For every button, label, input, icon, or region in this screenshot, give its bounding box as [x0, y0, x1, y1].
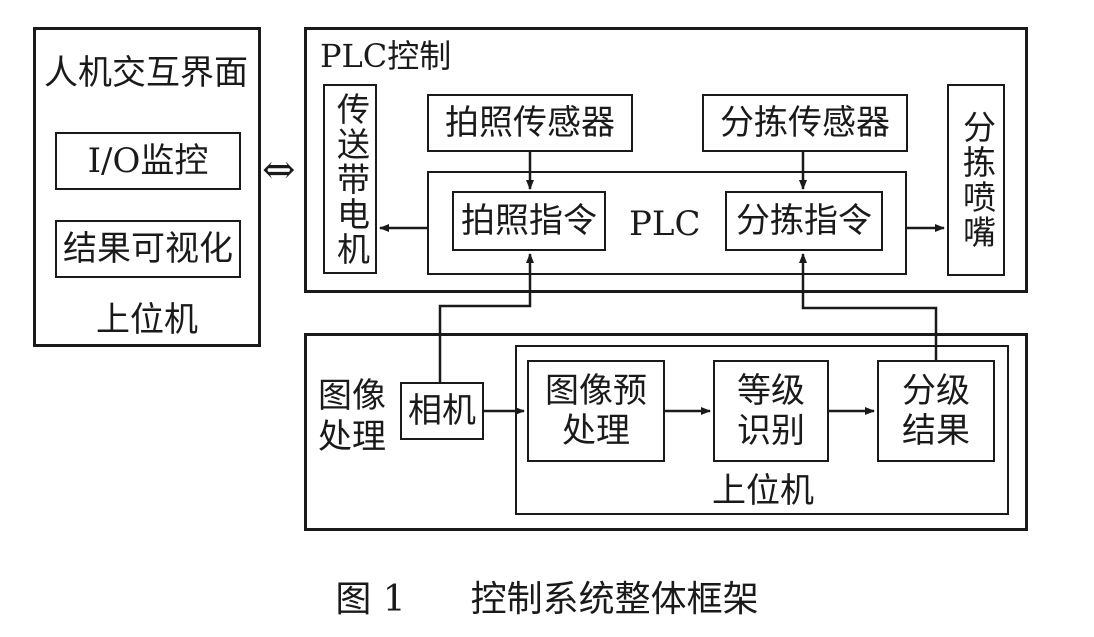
sort-nozzle-box: 分拣喷嘴: [947, 84, 1005, 276]
result-visual-box: 结果可视化: [55, 220, 241, 278]
conveyor-motor-box: 传送带电机: [323, 84, 377, 274]
hmi-host-label: 上位机: [96, 300, 198, 340]
preprocess-box: 图像预 处理: [527, 360, 665, 462]
grade-result-box: 分级 结果: [877, 360, 995, 462]
hmi-title: 人机交互界面: [44, 53, 248, 93]
sort-sensor-label: 分拣传感器: [720, 102, 890, 143]
bidirectional-arrow-icon: ⇔: [262, 147, 296, 193]
photo-sensor-label: 拍照传感器: [445, 102, 615, 143]
image-processing-title: 图像 处理: [318, 376, 386, 457]
photo-sensor-box: 拍照传感器: [427, 94, 633, 152]
io-monitor-label: I/O监控: [87, 140, 209, 181]
preprocess-label: 图像预 处理: [545, 370, 647, 451]
sort-sensor-box: 分拣传感器: [702, 94, 908, 152]
sort-nozzle-label: 分拣喷嘴: [957, 110, 997, 250]
figure-caption: 图 1 控制系统整体框架: [0, 570, 1094, 622]
sort-cmd-box: 分拣指令: [725, 191, 883, 251]
grade-recog-label: 等级 识别: [737, 370, 805, 451]
camera-box: 相机: [400, 382, 484, 440]
figure-number: 图 1: [335, 579, 406, 620]
photo-cmd-label: 拍照指令: [461, 200, 597, 241]
io-monitor-box: I/O监控: [55, 132, 241, 190]
host-pc-label: 上位机: [712, 471, 814, 511]
camera-label: 相机: [408, 390, 476, 431]
conveyor-motor-label: 传送带电机: [331, 91, 371, 267]
result-visual-label: 结果可视化: [63, 228, 233, 269]
sort-cmd-label: 分拣指令: [736, 200, 872, 241]
photo-cmd-box: 拍照指令: [452, 191, 606, 251]
plc-label: PLC: [629, 204, 701, 244]
plc-control-title: PLC控制: [320, 37, 452, 75]
figure-title: 控制系统整体框架: [470, 579, 759, 620]
grade-result-label: 分级 结果: [902, 370, 970, 451]
grade-recog-box: 等级 识别: [713, 360, 829, 462]
